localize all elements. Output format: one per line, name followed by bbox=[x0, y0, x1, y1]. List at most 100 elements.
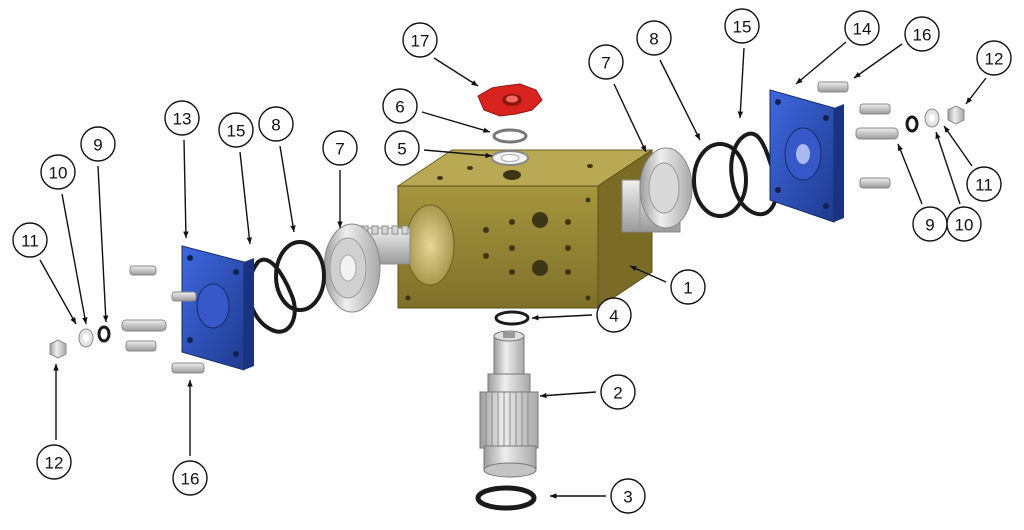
actuator-body bbox=[396, 149, 654, 309]
callout-15: 15 bbox=[218, 112, 254, 245]
callout-circle bbox=[976, 40, 1012, 76]
callout-6: 6 bbox=[382, 88, 491, 133]
callout-10: 10 bbox=[935, 131, 982, 242]
callout-arrowhead bbox=[53, 364, 59, 371]
callout-number: 5 bbox=[397, 140, 406, 159]
callout-arrowhead bbox=[796, 77, 803, 84]
callout-12: 12 bbox=[36, 364, 72, 480]
callout-arrowhead bbox=[540, 392, 547, 399]
callout-circle bbox=[172, 460, 208, 496]
callout-leader-line bbox=[421, 111, 491, 133]
callout-circle bbox=[600, 374, 636, 410]
callout-arrowhead bbox=[694, 133, 700, 140]
shaft-oring-bottom bbox=[475, 485, 537, 511]
pinion-shaft bbox=[479, 330, 539, 478]
callout-circle bbox=[844, 10, 880, 46]
callout-number: 13 bbox=[173, 110, 192, 129]
callout-arrowhead bbox=[183, 231, 189, 238]
callout-17: 17 bbox=[402, 22, 479, 87]
callout-leader-line bbox=[531, 314, 593, 319]
callout-2: 2 bbox=[539, 374, 636, 410]
callout-number: 12 bbox=[985, 50, 1004, 69]
shaft-oring-top bbox=[494, 310, 530, 326]
callout-leader-line bbox=[629, 265, 667, 283]
callout-circle bbox=[966, 166, 1002, 202]
callout-arrowhead bbox=[935, 132, 941, 139]
callout-3: 3 bbox=[550, 478, 646, 514]
callout-arrowhead bbox=[532, 314, 539, 321]
callout-circle bbox=[610, 478, 646, 514]
callout-leader-line bbox=[659, 59, 701, 141]
callout-arrowhead bbox=[854, 72, 861, 78]
callout-number: 7 bbox=[335, 140, 344, 159]
callout-arrowhead bbox=[897, 144, 903, 151]
callout-circle bbox=[588, 44, 624, 80]
callout-number: 8 bbox=[271, 116, 280, 135]
callout-leader-line bbox=[943, 125, 973, 167]
callout-arrowhead bbox=[485, 152, 492, 159]
callout-circle bbox=[218, 112, 254, 148]
callout-arrowhead bbox=[246, 237, 253, 244]
callout-leader-line bbox=[97, 165, 107, 323]
left-adjusting-screw bbox=[121, 319, 167, 332]
callout-15: 15 bbox=[724, 8, 760, 119]
callout-circle bbox=[40, 154, 76, 190]
callout-number: 9 bbox=[925, 216, 934, 235]
callout-circle bbox=[12, 222, 48, 258]
callout-number: 7 bbox=[601, 54, 610, 73]
thrust-washer bbox=[491, 150, 529, 166]
right-adjuster-oring bbox=[905, 115, 919, 133]
callout-leader-line bbox=[239, 151, 251, 245]
callout-arrowhead bbox=[471, 80, 478, 86]
left-piston-oring bbox=[274, 240, 326, 312]
callout-circle bbox=[164, 100, 200, 136]
callout-circle bbox=[636, 20, 672, 56]
callout-leader-line bbox=[613, 83, 647, 153]
callout-arrowhead bbox=[483, 127, 490, 133]
left-cap-oring bbox=[246, 257, 297, 334]
callout-13: 13 bbox=[164, 100, 200, 239]
right-washer bbox=[924, 108, 940, 128]
callout-number: 2 bbox=[613, 384, 622, 403]
callout-9: 9 bbox=[80, 126, 116, 323]
left-nut bbox=[49, 339, 67, 359]
callout-number: 4 bbox=[609, 307, 618, 326]
callout-1: 1 bbox=[629, 265, 706, 305]
callout-16: 16 bbox=[172, 380, 208, 496]
callout-leader-line bbox=[897, 143, 923, 205]
callout-arrowhead bbox=[630, 266, 637, 272]
callout-7: 7 bbox=[322, 130, 358, 228]
callout-arrowhead bbox=[337, 221, 343, 228]
callout-circle bbox=[724, 8, 760, 44]
right-piston bbox=[621, 147, 693, 233]
callout-number: 1 bbox=[683, 279, 692, 298]
callout-8: 8 bbox=[258, 106, 296, 233]
callout-circle bbox=[384, 130, 420, 166]
callout-leader-line bbox=[183, 139, 187, 239]
right-adjusting-screw bbox=[855, 127, 899, 140]
callout-5: 5 bbox=[384, 130, 493, 166]
callout-leader-line bbox=[935, 131, 961, 205]
callout-circle bbox=[322, 130, 358, 166]
callout-leader-line bbox=[433, 57, 479, 87]
callout-number: 10 bbox=[49, 164, 68, 183]
callout-14: 14 bbox=[795, 10, 880, 85]
callout-arrowhead bbox=[70, 317, 76, 324]
callout-8: 8 bbox=[636, 20, 701, 141]
callout-number: 10 bbox=[955, 216, 974, 235]
left-cap-bolts bbox=[125, 265, 205, 374]
callout-arrowhead bbox=[944, 126, 950, 133]
callout-arrowhead bbox=[737, 111, 744, 118]
right-nut bbox=[947, 105, 965, 125]
callout-12: 12 bbox=[965, 40, 1012, 105]
callout-arrowhead bbox=[550, 493, 557, 499]
left-end-cap bbox=[181, 245, 254, 371]
callout-7: 7 bbox=[588, 44, 647, 153]
callout-number: 11 bbox=[975, 176, 993, 195]
callout-arrowhead bbox=[290, 225, 296, 232]
callout-arrowhead bbox=[102, 315, 109, 322]
callout-number: 3 bbox=[623, 488, 632, 507]
callout-leader-line bbox=[853, 43, 903, 79]
callout-number: 11 bbox=[21, 232, 39, 251]
